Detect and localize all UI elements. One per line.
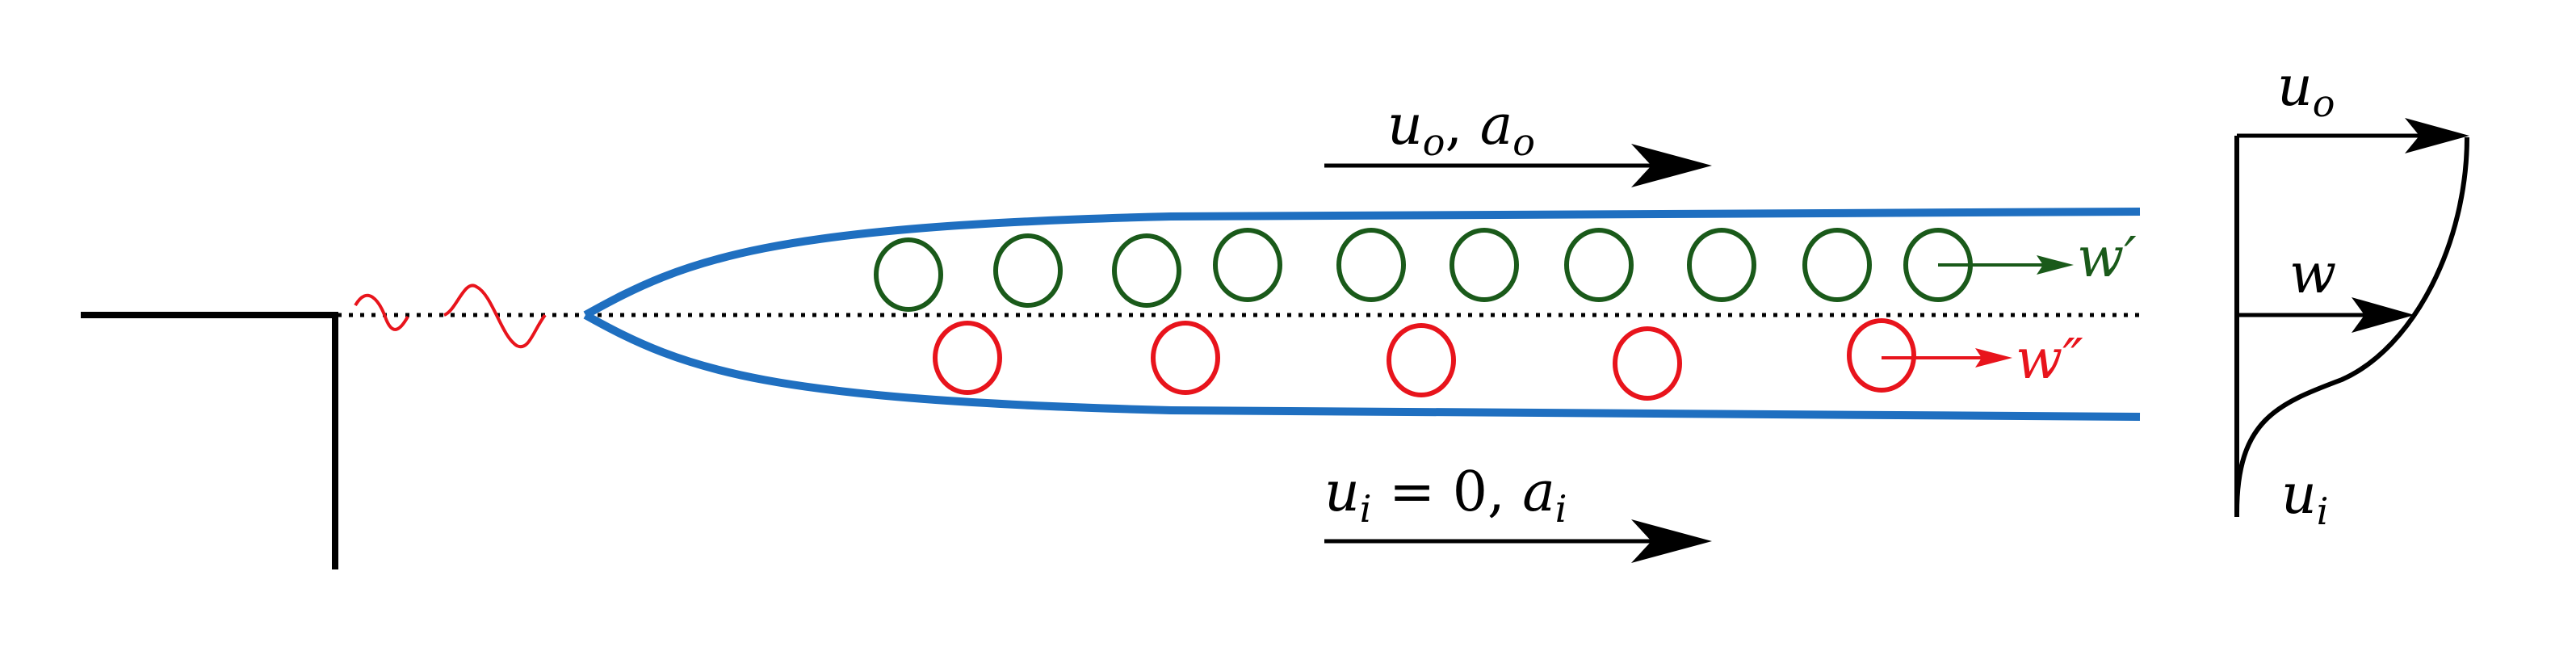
upper-vortex — [1564, 228, 1634, 302]
disturbance-wave — [354, 284, 547, 349]
inner-stream-arrow — [1324, 519, 1712, 563]
shear-layer-lower-edge — [583, 311, 2141, 421]
profile-mid-label: w — [2289, 242, 2336, 306]
profile-bottom-label: ui — [2281, 463, 2329, 533]
profile-top-label: uo — [2277, 55, 2335, 125]
upper-vortex — [1687, 228, 1756, 302]
lower-vortex-row — [933, 318, 1916, 401]
outer-stream-label: uo, ao — [1387, 94, 1535, 164]
profile-top-arrow — [2237, 118, 2469, 153]
shear-layer-upper-edge — [583, 208, 2141, 319]
upper-vortex — [874, 237, 943, 312]
w-double-prime-label: w″ — [2016, 328, 2083, 392]
upper-vortex-row — [874, 228, 1973, 312]
velocity-profile-curve — [2234, 137, 2469, 514]
upper-vortex — [1802, 228, 1872, 302]
splitter-plate — [81, 312, 338, 569]
inner-stream-label: ui = 0, ai — [1324, 460, 1567, 531]
w-prime-arrow — [1938, 255, 2074, 275]
upper-vortex — [1112, 233, 1181, 308]
w-double-prime-arrow — [1882, 348, 2012, 368]
outer-stream-arrow — [1324, 144, 1712, 187]
lower-vortex — [1847, 318, 1916, 393]
lower-vortex — [1151, 321, 1220, 395]
lower-vortex — [1613, 326, 1682, 401]
upper-vortex — [993, 233, 1063, 308]
upper-vortex — [1336, 228, 1406, 302]
profile-mid-arrow — [2237, 297, 2414, 333]
upper-vortex — [1213, 228, 1282, 302]
lower-vortex — [1387, 323, 1456, 397]
w-prime-label: w′ — [2077, 226, 2137, 290]
lower-vortex — [933, 321, 1002, 395]
upper-vortex — [1450, 228, 1519, 302]
